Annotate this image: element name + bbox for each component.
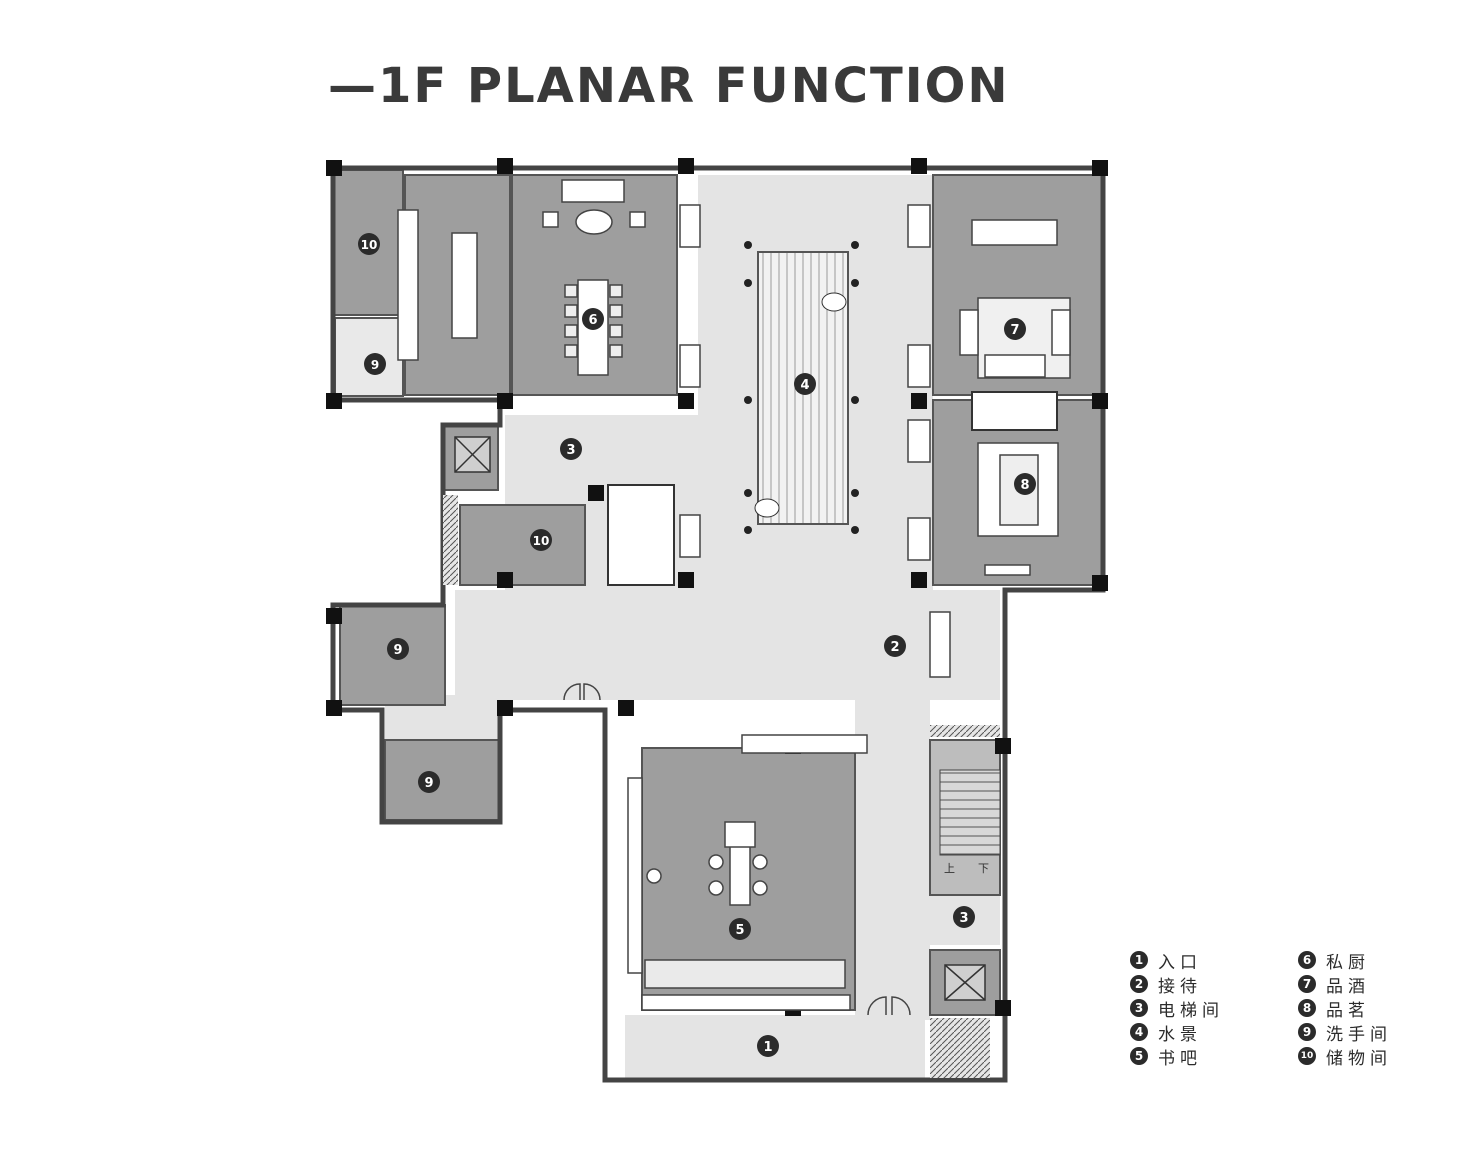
- legend-number: 10: [1298, 1047, 1316, 1065]
- corridor-panels: [679, 204, 931, 561]
- stair-up-label: 上: [944, 862, 955, 875]
- legend-label: 储物间: [1326, 1048, 1392, 1069]
- legend-item: 1 入口: [1130, 948, 1224, 973]
- room-marker-label: 3: [959, 911, 968, 926]
- planter: [930, 1018, 990, 1078]
- legend-item: 6 私厨: [1298, 948, 1392, 973]
- room-marker-label: 9: [393, 643, 402, 658]
- stair-down-label: 下: [978, 862, 989, 875]
- legend-label: 入口: [1158, 952, 1202, 973]
- legend-number: 6: [1298, 951, 1316, 969]
- room-markers: 10 9 6 4 3 7 8 10 2 9 9 5 3 1: [358, 233, 1036, 1057]
- room-marker-label: 9: [424, 776, 433, 791]
- planter: [930, 725, 1000, 737]
- page-title: —1F PLANAR FUNCTION: [328, 58, 1010, 114]
- room-marker-label: 2: [890, 640, 899, 655]
- legend-item: 4 水景: [1130, 1020, 1224, 1045]
- wine-room-furniture: [959, 219, 1071, 379]
- room-marker-bg: [364, 353, 386, 375]
- outer-walls: [330, 165, 1106, 1083]
- legend-item: 8 品茗: [1298, 996, 1392, 1021]
- room-marker-bg: [1014, 473, 1036, 495]
- legend-item: 3 电梯间: [1130, 996, 1224, 1021]
- room-marker-bg: [794, 373, 816, 395]
- room-marker-bg: [757, 1035, 779, 1057]
- room-marker-bg: [582, 308, 604, 330]
- entrance-door: [563, 683, 911, 1016]
- room-marker-label: 10: [361, 238, 378, 252]
- legend-label: 品茗: [1326, 1000, 1370, 1021]
- legend-number: 3: [1130, 999, 1148, 1017]
- art-panel: [971, 391, 1058, 431]
- room-marker-bg: [387, 638, 409, 660]
- legend-item: 7 品酒: [1298, 972, 1392, 997]
- legend-number: 8: [1298, 999, 1316, 1017]
- room-marker-label: 6: [588, 313, 597, 328]
- legend-item: 9 洗手间: [1298, 1020, 1392, 1045]
- storage-room-mid: [459, 504, 586, 586]
- legend-label: 接待: [1158, 976, 1202, 997]
- room-marker-bg: [1004, 318, 1026, 340]
- legend-column-left: 1 入口 2 接待 3 电梯间 4 水景 5 书吧: [1130, 948, 1224, 1069]
- water-feature-lights: [744, 241, 859, 534]
- legend-number: 9: [1298, 1023, 1316, 1041]
- structural-columns: [326, 158, 1108, 1016]
- legend-number: 5: [1130, 1047, 1148, 1065]
- room-marker-bg: [358, 233, 380, 255]
- legend-item: 5 书吧: [1130, 1044, 1224, 1069]
- room-marker-bg: [953, 906, 975, 928]
- legend-number: 2: [1130, 975, 1148, 993]
- room-marker-label: 3: [566, 443, 575, 458]
- legend-item: 10 储物间: [1298, 1044, 1392, 1069]
- restroom-south: [384, 739, 501, 821]
- legend-label: 私厨: [1326, 952, 1370, 973]
- elevator-n: [454, 436, 491, 473]
- legend-number: 7: [1298, 975, 1316, 993]
- planter: [443, 495, 458, 585]
- stairs: [939, 769, 1001, 856]
- room-marker-label: 7: [1010, 323, 1019, 338]
- legend-number: 1: [1130, 951, 1148, 969]
- room-marker-bg: [729, 918, 751, 940]
- legend-label: 书吧: [1158, 1048, 1202, 1069]
- book-bar-furniture: [627, 734, 868, 1011]
- rock: [821, 292, 847, 312]
- legend-label: 品酒: [1326, 976, 1370, 997]
- legend-label: 电梯间: [1158, 1000, 1224, 1021]
- room-marker-label: 1: [763, 1040, 772, 1055]
- rock: [754, 498, 780, 518]
- reception-desk: [929, 611, 951, 678]
- kitchen-fixtures: [397, 209, 478, 361]
- legend-label: 水景: [1158, 1024, 1202, 1045]
- room-marker-bg: [560, 438, 582, 460]
- legend-column-right: 6 私厨 7 品酒 8 品茗 9 洗手间 10 储物间: [1298, 948, 1392, 1069]
- room-marker-label: 9: [371, 358, 379, 372]
- room-marker-bg: [530, 529, 552, 551]
- room-marker-label: 8: [1020, 478, 1029, 493]
- legend-label: 洗手间: [1326, 1024, 1392, 1045]
- legend-item: 2 接待: [1130, 972, 1224, 997]
- elevator-s: [944, 964, 986, 1001]
- room-marker-bg: [884, 635, 906, 657]
- legend-number: 4: [1130, 1023, 1148, 1041]
- room-marker-label: 4: [800, 378, 809, 393]
- room-marker-label: 10: [533, 534, 550, 548]
- room-marker-bg: [418, 771, 440, 793]
- room-marker-label: 5: [735, 923, 744, 938]
- art-panel: [607, 484, 675, 586]
